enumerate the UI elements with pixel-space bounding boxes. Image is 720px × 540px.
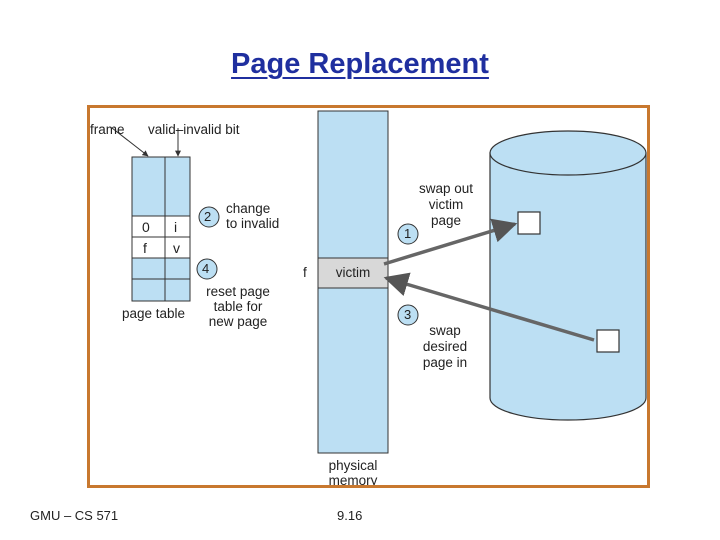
step-2-circle (198, 206, 220, 228)
swap-in-arrow (383, 272, 595, 342)
valid-invalid-bit-label: valid–invalid bit (148, 122, 240, 137)
page-table (131, 156, 191, 302)
physical-memory-column (317, 110, 389, 454)
table-row-frame: f (143, 240, 147, 256)
disk-cylinder (489, 130, 647, 421)
table-row-bit: i (174, 219, 178, 235)
desired-page-on-disk (596, 329, 620, 353)
step-1-number: 1 (404, 226, 412, 241)
step-4-number: 4 (202, 261, 210, 276)
step-1-text: swap out victim page (418, 181, 474, 228)
step-3-number: 3 (404, 307, 412, 322)
step-4-circle (196, 258, 218, 280)
step-1-circle (397, 223, 419, 245)
diagram-frame: frame valid–invalid bit 0 i f v page tab… (87, 105, 650, 488)
physical-memory-label: physical memory (328, 458, 378, 488)
table-row-frame: 0 (142, 219, 150, 235)
page-table-label: page table (122, 306, 186, 321)
frame-pointer-arrow (111, 127, 149, 157)
footer-course: GMU – CS 571 (30, 508, 119, 523)
step-3-circle (397, 304, 419, 326)
step-3-text: swap desired page in (422, 323, 468, 370)
step-2-text: change to invalid (226, 201, 280, 231)
step-2-number: 2 (204, 209, 212, 224)
table-row-bit: v (173, 240, 180, 256)
victim-page-on-disk (517, 211, 541, 235)
swap-out-arrow (383, 218, 518, 266)
footer-slide-number: 9.16 (337, 508, 363, 523)
frame-column-label: frame (90, 122, 125, 137)
diagram-canvas (111, 110, 647, 454)
memory-frame-label: f (303, 265, 307, 280)
step-4-text: reset page table for new page (206, 284, 270, 329)
slide-title: Page Replacement (231, 48, 489, 80)
victim-label: victim (335, 265, 371, 280)
